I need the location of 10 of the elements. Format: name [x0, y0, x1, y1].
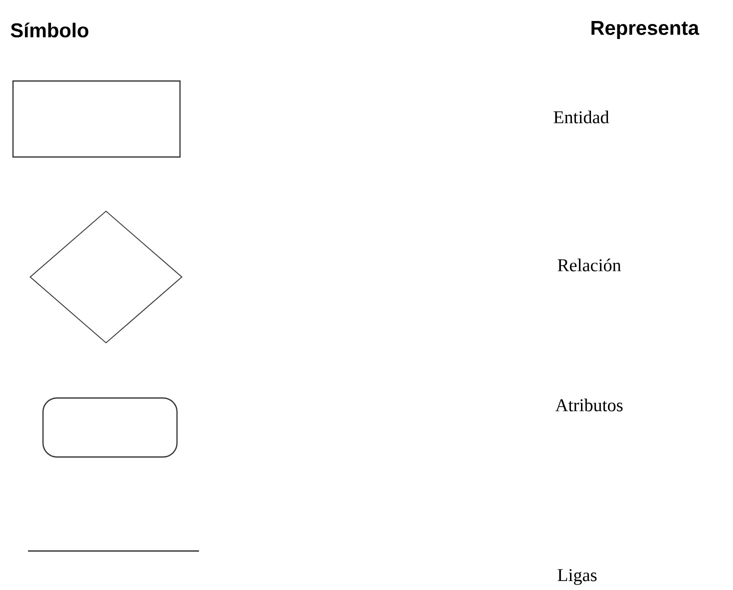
- link-line: [28, 550, 199, 552]
- attribute-pill: [42, 397, 178, 458]
- meaning-text: Ligas: [558, 569, 597, 585]
- meaning-text: Atributos: [555, 398, 623, 412]
- column-heading: Representa: [592, 21, 700, 39]
- process-box: [12, 80, 181, 158]
- column-heading: Símbolo: [10, 22, 88, 38]
- decision-diamond: [30, 210, 182, 344]
- meaning-text: Entidad: [554, 110, 609, 124]
- meaning-text: Relación: [558, 258, 621, 272]
